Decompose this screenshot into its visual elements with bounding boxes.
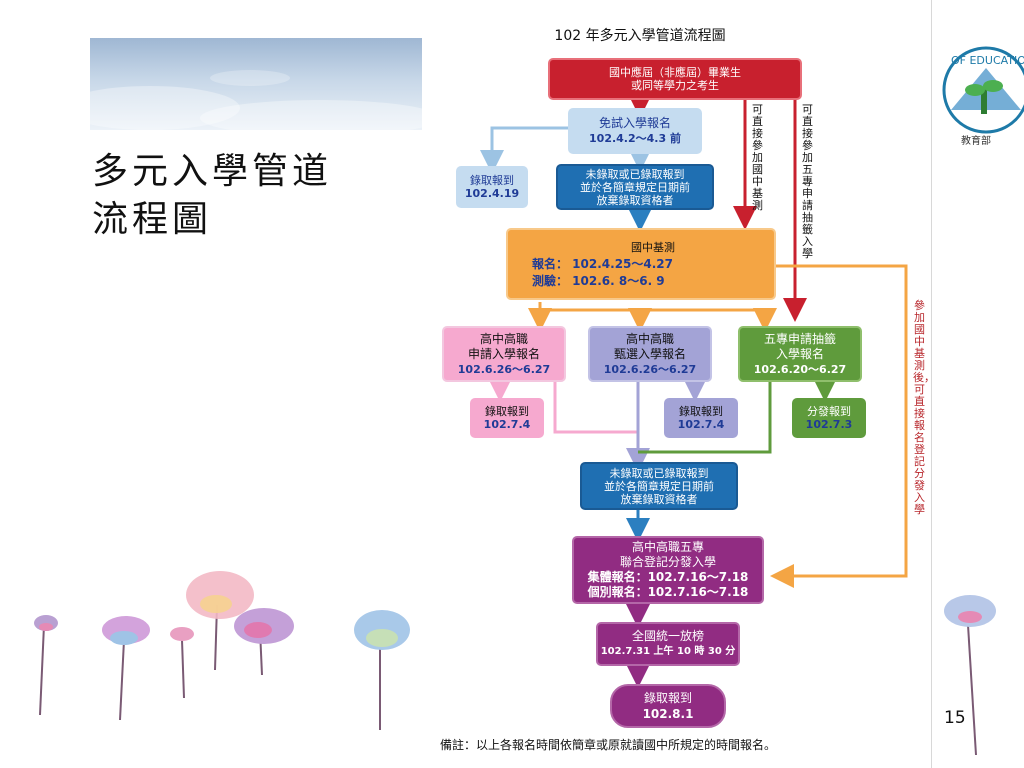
logo-text: OF EDUCATION (951, 54, 1024, 67)
giveup2-line-2: 並於各簡章規定日期前 (604, 479, 714, 493)
flow-box-enroll-report-b: 錄取報到 102.7.4 (470, 398, 544, 438)
mianshi-label: 免試入學報名 (598, 116, 671, 130)
ministry-of-education-logo: OF EDUCATION 教育部 (942, 46, 1024, 147)
joint-line-1: 高中高職五專 (631, 540, 704, 554)
enroll-c-date: 102.7.4 (677, 418, 725, 431)
flow-box-start: 國中應屆（非應屆）畢業生 或同等學力之考生 (548, 58, 802, 100)
sky-banner-image (90, 38, 422, 130)
giveup1-line-3: 放棄錄取資格者 (596, 193, 674, 207)
flowers-decoration (34, 571, 410, 730)
select-line-1: 高中高職 (625, 331, 674, 346)
flow-box-national-release: 全國統一放榜 102.7.31 上午 10 時 30 分 (596, 622, 740, 666)
enroll-b-label: 錄取報到 (485, 405, 529, 418)
slide-title: 多元入學管道 流程圖 (92, 148, 422, 244)
five-line-1: 五專申請抽籤 (763, 331, 836, 346)
select-line-2: 甄選入學報名 (613, 346, 686, 361)
select-date: 102.6.26～6.27 (603, 362, 697, 376)
slide-title-line-2: 流程圖 (92, 199, 213, 240)
assign-a-label: 分發報到 (807, 405, 851, 418)
flow-box-give-up-2: 未錄取或已錄取報到 並於各簡章規定日期前 放棄錄取資格者 (580, 462, 738, 510)
apply-line-1: 高中高職 (479, 331, 528, 346)
flow-box-enroll-report-c: 錄取報到 102.7.4 (664, 398, 738, 438)
right-flower-decoration (944, 595, 996, 756)
flow-box-enroll-report-a: 錄取報到 102.4.19 (456, 166, 528, 208)
flow-box-assignment-report: 分發報到 102.7.3 (792, 398, 866, 438)
flow-box-give-up-1: 未錄取或已錄取報到 並於各簡章規定日期前 放棄錄取資格者 (556, 164, 714, 210)
start-line-2: 或同等學力之考生 (631, 79, 719, 92)
enroll-a-label: 錄取報到 (470, 174, 514, 187)
flow-box-basic-exam: 國中基測 報名： 102.4.25～4.27 測驗： 102.6. 8～6. 9 (506, 228, 776, 300)
exam-register-date: 報名： 102.4.25～4.27 (532, 256, 674, 271)
exam-test-date: 測驗： 102.6. 8～6. 9 (532, 273, 665, 288)
page-number: 15 (944, 708, 966, 728)
flow-box-application-registration: 高中高職 申請入學報名 102.6.26～6.27 (442, 326, 566, 382)
enroll-b-date: 102.7.4 (483, 418, 531, 431)
apply-line-2: 申請入學報名 (467, 346, 540, 361)
slide-divider-line (931, 0, 932, 768)
joint-line-2: 聯合登記分發入學 (619, 555, 716, 569)
right-note-after-exam: 參加國中基測後，可直接報名登記分發入學 (913, 299, 935, 516)
final-date: 102.8.1 (642, 707, 694, 721)
giveup1-line-1: 未錄取或已錄取報到 (585, 167, 685, 181)
giveup2-line-3: 放棄錄取資格者 (620, 492, 698, 506)
exam-label: 國中基測 (631, 240, 675, 254)
five-date: 102.6.20～6.27 (753, 362, 847, 376)
sky-clouds-decoration (90, 70, 422, 130)
final-label: 錄取報到 (643, 691, 692, 705)
five-line-2: 入學報名 (775, 346, 824, 361)
flowchart-footnote: 備註：以上各報名時間依簡章或原就讀國中所規定的時間報名。 (440, 738, 777, 752)
start-line-1: 國中應屆（非應屆）畢業生 (609, 66, 741, 79)
flow-box-final-enroll-report: 錄取報到 102.8.1 (610, 684, 726, 728)
flowchart-connectors (480, 94, 908, 688)
flow-box-joint-registration: 高中高職五專 聯合登記分發入學 集體報名：102.7.16～7.18 個別報名：… (572, 536, 764, 604)
slide-title-line-1: 多元入學管道 (92, 151, 333, 192)
logo-bottom-text: 教育部 (961, 134, 991, 147)
mianshi-date: 102.4.2～4.3 前 (589, 132, 681, 145)
flow-box-five-year-lottery: 五專申請抽籤 入學報名 102.6.20～6.27 (738, 326, 862, 382)
joint-individual-registration: 個別報名：102.7.16～7.18 (587, 585, 749, 599)
giveup2-line-1: 未錄取或已錄取報到 (609, 466, 709, 480)
apply-date: 102.6.26～6.27 (457, 362, 551, 376)
giveup1-line-2: 並於各簡章規定日期前 (580, 180, 690, 194)
enroll-a-date: 102.4.19 (464, 187, 520, 200)
assign-a-date: 102.7.3 (805, 418, 853, 431)
flow-box-exam-free-registration: 免試入學報名 102.4.2～4.3 前 (568, 108, 702, 154)
side-note-direct-five-year: 可直接參加五專申請抽籤入學 (802, 103, 813, 260)
side-note-direct-exam: 可直接參加國中基測 (752, 103, 763, 212)
joint-group-registration: 集體報名：102.7.16～7.18 (587, 570, 749, 584)
enroll-c-label: 錄取報到 (679, 405, 723, 418)
release-line-1: 全國統一放榜 (631, 629, 704, 643)
flowchart-title: 102 年多元入學管道流程圖 (554, 28, 726, 44)
release-time: 102.7.31 上午 10 時 30 分 (600, 646, 736, 657)
flow-box-selection-registration: 高中高職 甄選入學報名 102.6.26～6.27 (588, 326, 712, 382)
